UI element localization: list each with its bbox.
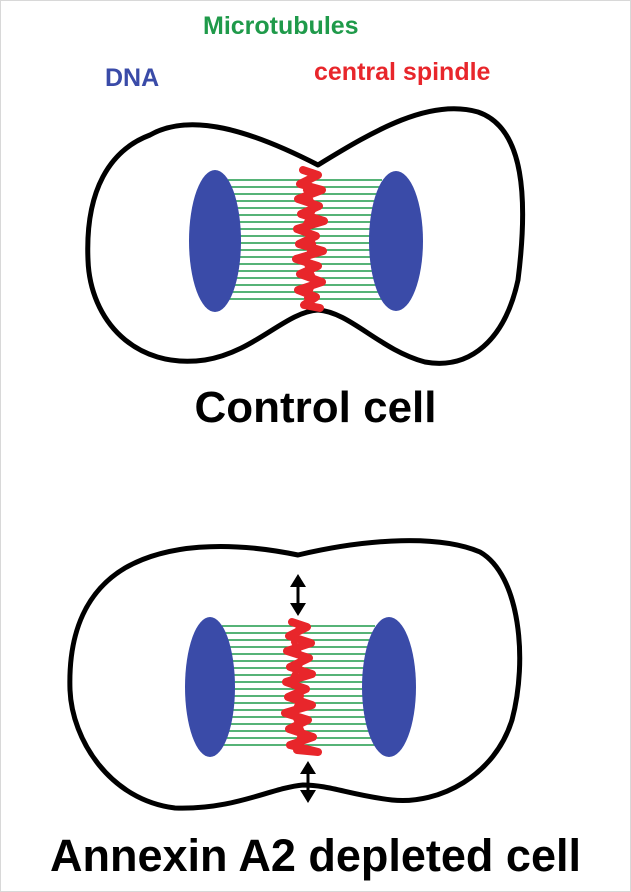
annexin-cell xyxy=(70,541,520,808)
annexin-cell-label: Annexin A2 depleted cell xyxy=(0,830,631,882)
control-cell-label: Control cell xyxy=(0,383,631,433)
annexin-dna-right xyxy=(362,617,416,757)
control-dna-right xyxy=(369,171,423,311)
double-arrow-icon xyxy=(290,574,306,616)
double-arrow-icon xyxy=(300,761,316,803)
control-dna-left xyxy=(189,170,241,312)
control-cell xyxy=(88,109,523,364)
annexin-dna-left xyxy=(185,617,235,757)
